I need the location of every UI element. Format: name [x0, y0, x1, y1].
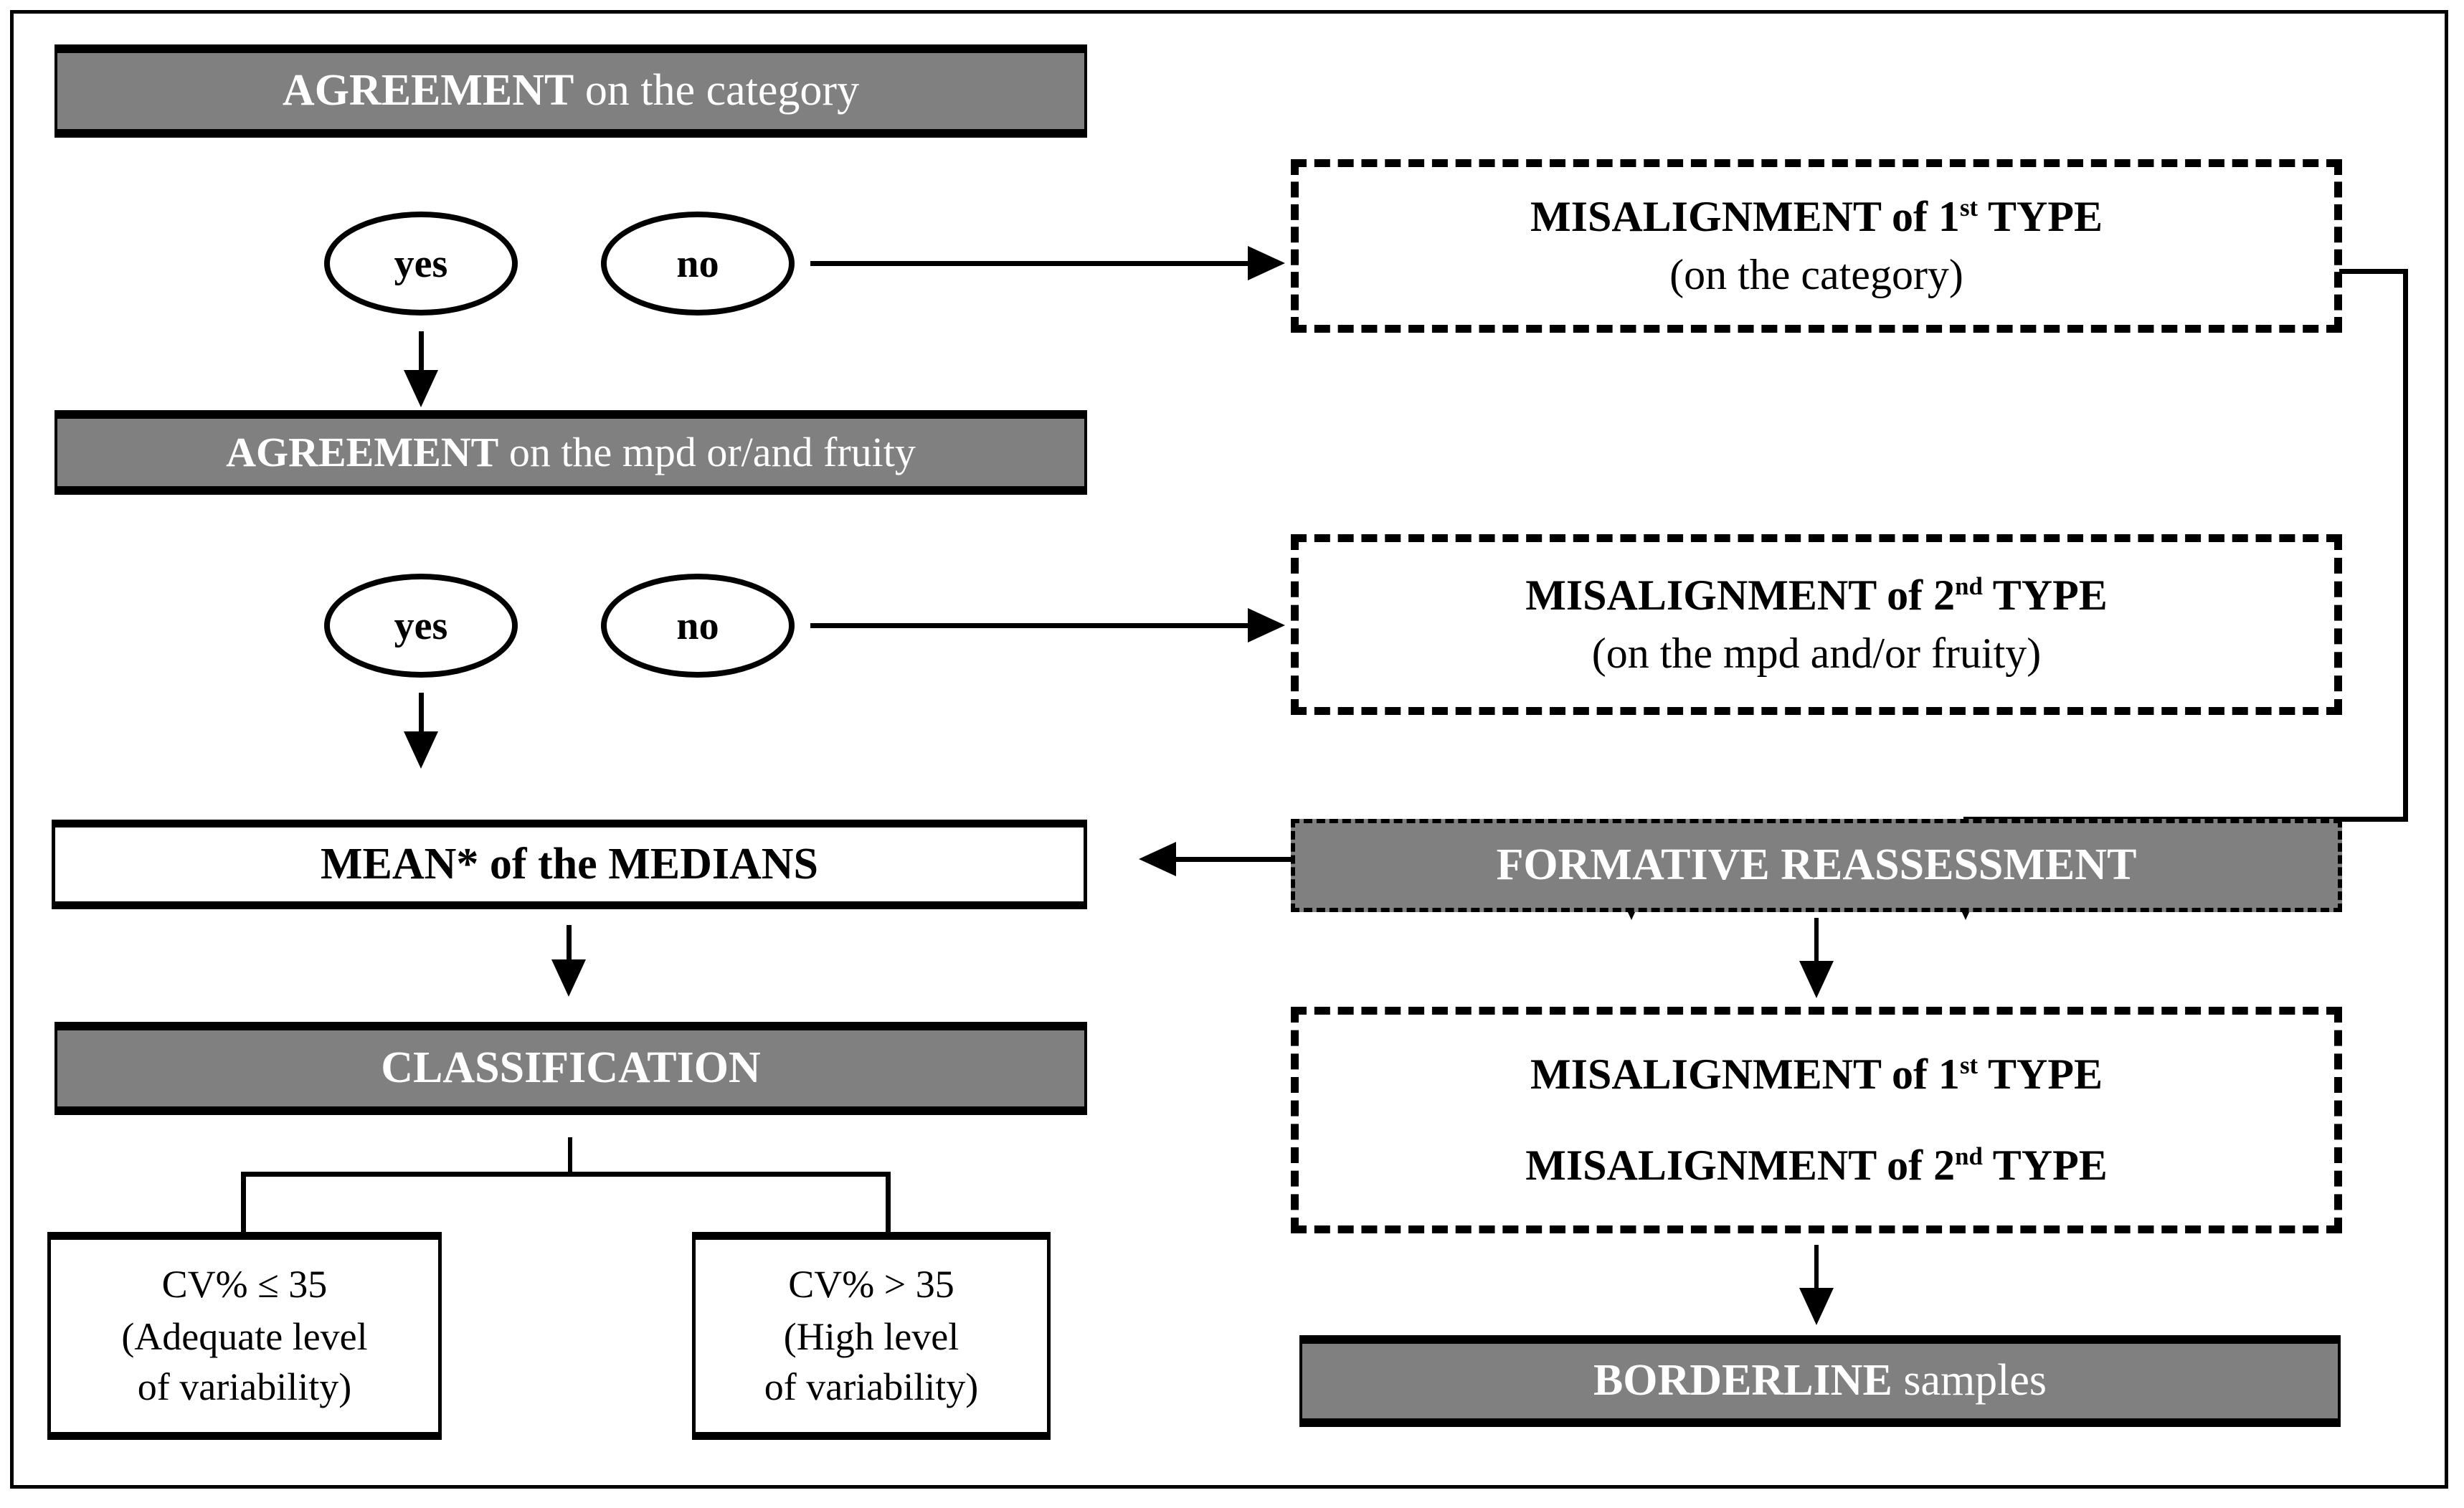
connector-formative-to-misalign-both	[1814, 918, 1819, 984]
misalignment-both-line1-main: MISALIGNMENT of 1	[1530, 1050, 1960, 1098]
misalignment-2nd-subtitle: (on the mpd and/or fruity)	[1591, 630, 2042, 677]
node-agreement-mpd: AGREEMENT on the mpd or/and fruity	[55, 410, 1087, 495]
borderline-bold: BORDERLINE	[1593, 1356, 1892, 1405]
node-formative-reassessment: FORMATIVE REASSESSMENT	[1291, 819, 2342, 912]
cv-low-line1: CV% ≤ 35	[161, 1263, 328, 1307]
no-1-label: no	[676, 241, 719, 286]
misalignment-2nd-heading-main: MISALIGNMENT of 2	[1525, 571, 1956, 619]
misalignment-both-line1-sup: st	[1959, 1051, 1979, 1079]
yes-1-label: yes	[394, 241, 448, 286]
node-cv-low: CV% ≤ 35 (Adequate level of variability)	[47, 1232, 442, 1440]
misalignment-2nd-heading-sup: nd	[1955, 572, 1983, 600]
connector-classification-left-drop	[241, 1172, 246, 1233]
misalignment-both-line2-tail: TYPE	[1982, 1142, 2108, 1189]
node-mean-of-medians: MEAN* of the MEDIANS	[52, 820, 1087, 909]
borderline-regular: samples	[1892, 1356, 2047, 1405]
node-yes-2: yes	[324, 574, 518, 678]
arrowhead-no2-to-misalignment2	[1248, 608, 1285, 642]
connector-no1-to-misalignment1	[810, 261, 1261, 266]
node-no-1: no	[601, 212, 795, 316]
connector-no2-to-misalignment2	[810, 623, 1261, 628]
node-cv-high: CV% > 35 (High level of variability)	[692, 1232, 1051, 1440]
connector-yes1-to-agreement-mpd	[419, 331, 424, 389]
misalignment-1st-subtitle: (on the category)	[1669, 251, 1963, 298]
misalignment-both-line1-tail: TYPE	[1978, 1050, 2103, 1098]
arrowhead-yes1-to-agreement-mpd	[404, 370, 438, 407]
node-classification: CLASSIFICATION	[55, 1022, 1087, 1115]
node-misalignment-2nd: MISALIGNMENT of 2nd TYPE (on the mpd and…	[1291, 534, 2342, 715]
diagram-outer-frame	[10, 10, 2448, 1489]
misalignment-1st-heading: MISALIGNMENT of 1st TYPE	[1530, 193, 2103, 241]
yes-2-label: yes	[394, 603, 448, 648]
cv-low-line3: of variability)	[137, 1365, 352, 1409]
arrowhead-misalign-both-to-borderline	[1799, 1288, 1834, 1325]
connector-classification-right-drop	[886, 1172, 891, 1233]
no-2-label: no	[676, 603, 719, 648]
misalignment-1st-heading-tail: TYPE	[1978, 192, 2103, 240]
cv-high-line3: of variability)	[764, 1365, 979, 1409]
misalignment-2nd-heading-tail: TYPE	[1982, 571, 2108, 619]
mean-of-medians-label: MEAN* of the MEDIANS	[320, 839, 819, 888]
connector-misalign1-exit-h	[2339, 269, 2408, 274]
misalignment-1st-heading-main: MISALIGNMENT of 1	[1530, 192, 1960, 240]
node-misalignment-1st: MISALIGNMENT of 1st TYPE (on the categor…	[1291, 159, 2342, 333]
node-agreement-category: AGREEMENT on the category	[55, 44, 1087, 138]
agreement-mpd-regular: on the mpd or/and fruity	[498, 428, 916, 475]
misalignment-both-line2-main: MISALIGNMENT of 2	[1525, 1142, 1956, 1189]
node-misalignment-both: MISALIGNMENT of 1st TYPE MISALIGNMENT of…	[1291, 1007, 2342, 1233]
misalignment-both-line2: MISALIGNMENT of 2nd TYPE	[1525, 1142, 2108, 1190]
arrowhead-formative-to-misalign-both	[1799, 961, 1834, 998]
misalignment-2nd-heading: MISALIGNMENT of 2nd TYPE	[1525, 572, 2108, 620]
arrowhead-mean-to-classification	[551, 959, 586, 997]
connector-misalign1-exit-v	[2403, 269, 2408, 821]
misalignment-1st-heading-sup: st	[1959, 193, 1979, 222]
connector-misalign-both-to-borderline	[1814, 1245, 1819, 1311]
classification-label: CLASSIFICATION	[381, 1043, 761, 1093]
node-yes-1: yes	[324, 212, 518, 316]
misalignment-both-line2-sup: nd	[1955, 1142, 1983, 1170]
cv-low-line2: (Adequate level	[121, 1314, 368, 1358]
arrowhead-formative-to-mean	[1139, 842, 1176, 876]
arrowhead-yes2-to-mean	[404, 731, 438, 769]
agreement-mpd-bold: AGREEMENT	[226, 428, 499, 475]
arrowhead-no1-to-misalignment1	[1248, 246, 1285, 280]
cv-high-line1: CV% > 35	[788, 1263, 954, 1307]
connector-classification-crossbar	[241, 1172, 891, 1177]
misalignment-both-line1: MISALIGNMENT of 1st TYPE	[1530, 1051, 2103, 1099]
connector-classification-stem	[568, 1137, 572, 1175]
formative-reassessment-label: FORMATIVE REASSESSMENT	[1496, 840, 2137, 890]
connector-mean-to-classification	[567, 925, 572, 978]
agreement-category-bold: AGREEMENT	[282, 66, 574, 115]
connector-yes2-to-mean	[419, 693, 424, 750]
agreement-category-regular: on the category	[574, 66, 860, 115]
node-borderline-samples: BORDERLINE samples	[1299, 1335, 2341, 1427]
cv-high-line2: (High level	[783, 1314, 959, 1358]
connector-formative-to-mean	[1176, 857, 1291, 862]
node-no-2: no	[601, 574, 795, 678]
